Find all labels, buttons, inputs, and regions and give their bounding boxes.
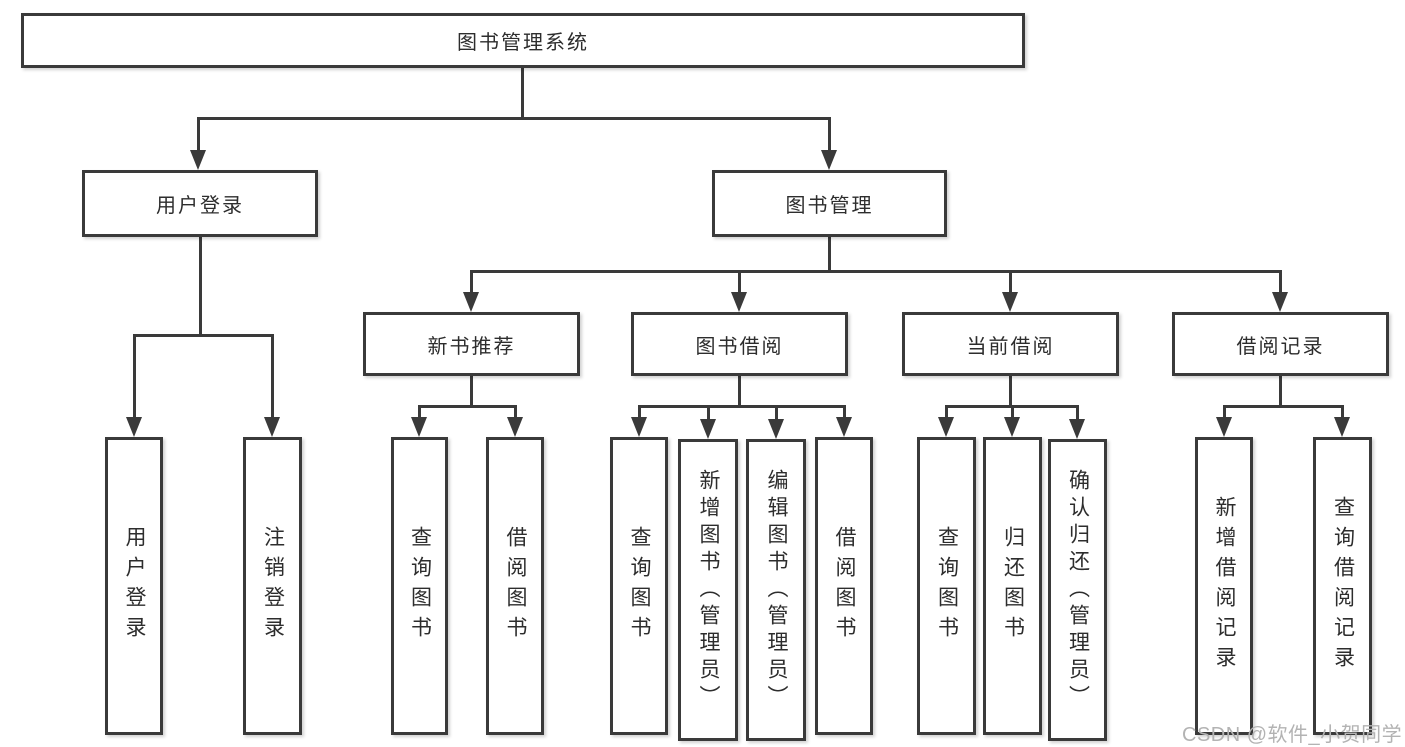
leaf-cb-confirm-return-admin: 确认归还（管理员） — [1048, 439, 1107, 741]
connector-line — [1279, 270, 1282, 294]
csdn-watermark: CSDN @软件_小贺同学 — [1182, 724, 1403, 746]
connector-line — [521, 68, 524, 119]
leaf-bb-borrow-books: 借阅图书 — [815, 437, 873, 735]
connector-line — [1223, 405, 1343, 408]
connector-line — [470, 270, 473, 294]
connector-line — [1076, 405, 1079, 421]
node-label: 图书管理 — [785, 195, 874, 217]
connector-line — [1009, 270, 1012, 294]
arrowhead-down-icon — [190, 150, 206, 170]
arrowhead-down-icon — [463, 292, 479, 312]
connector-line — [738, 376, 741, 407]
arrowhead-down-icon — [1334, 417, 1350, 437]
node-label: 查询借阅记录 — [1331, 496, 1355, 676]
node-label: 图书管理系统 — [457, 32, 589, 54]
node-label: 新书推荐 — [427, 335, 516, 358]
connector-line — [1223, 405, 1226, 419]
leaf-cb-return-books: 归还图书 — [983, 437, 1042, 735]
connector-line — [470, 270, 1282, 273]
connector-line — [775, 405, 778, 421]
arrowhead-down-icon — [1216, 417, 1232, 437]
connector-line — [638, 405, 641, 419]
connector-line — [738, 270, 741, 294]
arrowhead-down-icon — [700, 419, 716, 439]
connector-line — [470, 376, 473, 407]
arrowhead-down-icon — [836, 417, 852, 437]
node-label: 借阅图书 — [504, 526, 527, 646]
node-new-book-recommend: 新书推荐 — [363, 312, 580, 376]
node-label: 借阅图书 — [833, 526, 856, 646]
node-borrowing-records: 借阅记录 — [1172, 312, 1389, 376]
arrowhead-down-icon — [938, 417, 954, 437]
node-label: 新增图书（管理员） — [697, 468, 720, 712]
arrowhead-down-icon — [126, 417, 142, 437]
arrowhead-down-icon — [1069, 419, 1085, 439]
connector-line — [133, 334, 274, 337]
connector-line — [418, 405, 421, 419]
node-book-borrowing: 图书借阅 — [631, 312, 848, 376]
node-label: 借阅记录 — [1236, 335, 1325, 358]
connector-line — [514, 405, 517, 419]
node-label: 用户登录 — [156, 195, 244, 217]
arrowhead-down-icon — [411, 417, 427, 437]
node-library-management-system: 图书管理系统 — [21, 13, 1025, 68]
connector-line — [1341, 405, 1344, 419]
connector-line — [638, 405, 846, 408]
node-label: 新增借阅记录 — [1213, 496, 1236, 676]
arrowhead-down-icon — [731, 292, 747, 312]
leaf-cb-query-books: 查询图书 — [917, 437, 976, 735]
node-label: 编辑图书（管理员） — [765, 468, 788, 712]
leaf-br-query-record: 查询借阅记录 — [1313, 437, 1372, 735]
connector-line — [1279, 376, 1282, 407]
arrowhead-down-icon — [631, 417, 647, 437]
arrowhead-down-icon — [1272, 292, 1288, 312]
connector-line — [843, 405, 846, 419]
arrowhead-down-icon — [821, 150, 837, 170]
arrowhead-down-icon — [264, 417, 280, 437]
node-label: 归还图书 — [1001, 526, 1025, 646]
connector-line — [828, 117, 831, 152]
leaf-bb-add-books-admin: 新增图书（管理员） — [678, 439, 738, 741]
connector-line — [197, 117, 200, 152]
node-label: 确认归还（管理员） — [1066, 468, 1090, 712]
leaf-rec-query-books: 查询图书 — [391, 437, 448, 735]
node-label: 图书借阅 — [695, 335, 784, 358]
connector-line — [707, 405, 710, 421]
node-label: 用户登录 — [123, 526, 146, 646]
node-label: 注销登录 — [261, 526, 285, 646]
node-label: 查询图书 — [408, 526, 432, 646]
node-book-management-branch: 图书管理 — [712, 170, 947, 237]
arrowhead-down-icon — [768, 419, 784, 439]
node-label: 当前借阅 — [966, 335, 1055, 358]
leaf-rec-borrow-books: 借阅图书 — [486, 437, 544, 735]
leaf-logout: 注销登录 — [243, 437, 302, 735]
leaf-bb-query-books: 查询图书 — [610, 437, 668, 735]
leaf-br-add-record: 新增借阅记录 — [1195, 437, 1253, 735]
leaf-bb-edit-books-admin: 编辑图书（管理员） — [746, 439, 806, 741]
connector-line — [199, 237, 202, 336]
connector-line — [133, 334, 136, 419]
connector-line — [1009, 376, 1012, 407]
connector-line — [418, 405, 517, 408]
leaf-user-login: 用户登录 — [105, 437, 163, 735]
node-user-login-branch: 用户登录 — [82, 170, 318, 237]
node-current-borrowing: 当前借阅 — [902, 312, 1119, 376]
connector-line — [197, 117, 831, 120]
connector-line — [945, 405, 948, 419]
arrowhead-down-icon — [507, 417, 523, 437]
arrowhead-down-icon — [1004, 417, 1020, 437]
connector-line — [1011, 405, 1014, 419]
connector-line — [271, 334, 274, 419]
node-label: 查询图书 — [935, 526, 959, 646]
arrowhead-down-icon — [1002, 292, 1018, 312]
node-label: 查询图书 — [628, 526, 651, 646]
connector-line — [828, 237, 831, 272]
